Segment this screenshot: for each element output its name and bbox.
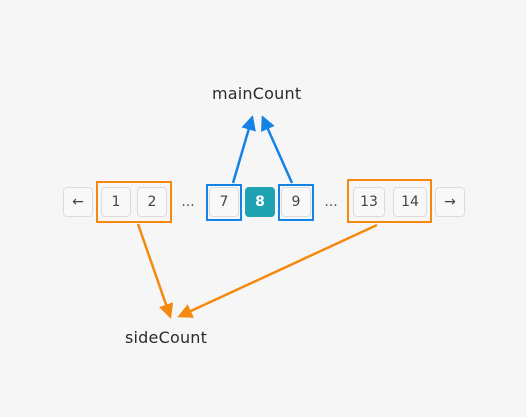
page-button-14[interactable]: 14 — [393, 187, 427, 217]
arrow-left-icon: ← — [72, 194, 84, 210]
side-count-left-highlight — [96, 181, 172, 223]
arrow-left-group-to-side-count — [136, 223, 174, 319]
page-button-7[interactable]: 7 — [209, 187, 239, 217]
page-button-9[interactable]: 9 — [281, 187, 311, 217]
page-button-13[interactable]: 13 — [353, 187, 385, 217]
page-button-1[interactable]: 1 — [101, 187, 131, 217]
arrow-9-to-main-count — [261, 115, 294, 184]
arrow-7-to-main-count — [231, 115, 256, 184]
next-page-button[interactable]: → — [435, 187, 465, 217]
page-button-2[interactable]: 2 — [137, 187, 167, 217]
right-ellipsis: ... — [324, 194, 338, 210]
page-button-8-current[interactable]: 8 — [245, 187, 275, 217]
left-ellipsis: ... — [181, 194, 195, 210]
main-count-right-highlight — [278, 184, 314, 221]
main-count-left-highlight — [206, 184, 242, 221]
arrow-right-icon: → — [444, 194, 456, 210]
side-count-right-highlight — [347, 179, 432, 223]
side-count-label: sideCount — [125, 328, 208, 347]
previous-page-button[interactable]: ← — [63, 187, 93, 217]
main-count-label: mainCount — [212, 84, 302, 103]
arrow-right-group-to-side-count — [177, 223, 378, 318]
